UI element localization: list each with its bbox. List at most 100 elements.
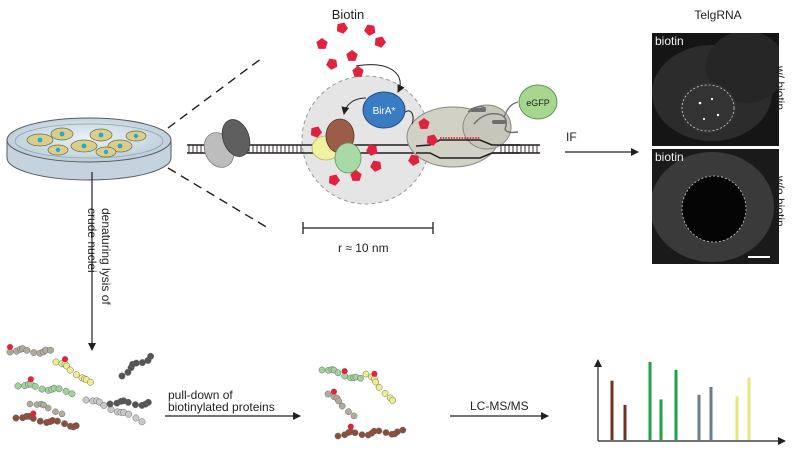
protein-bead (324, 390, 332, 398)
biotin-pentagon (346, 50, 358, 61)
transfer-arrow (341, 97, 367, 115)
protein-bead (44, 404, 52, 412)
protein-bead (36, 417, 44, 425)
protein-chains (6, 344, 407, 440)
protein-bead (318, 366, 326, 374)
biotin-pentagon (374, 36, 386, 48)
radius-scale (302, 222, 434, 234)
biotin-pentagon (366, 144, 378, 156)
spectrum-axes (594, 359, 786, 445)
protein-bead (66, 366, 74, 374)
protein-bead (132, 414, 140, 422)
protein-bead (118, 372, 126, 380)
protein-bead (31, 382, 39, 390)
protein-bead (345, 408, 352, 416)
protein-bead (52, 358, 60, 366)
spectrum-peak (648, 362, 652, 440)
biotin-pentagon (310, 126, 322, 138)
biotin-pentagon (326, 58, 338, 70)
biotin-pentagon (370, 160, 382, 172)
protein-bead (357, 374, 364, 382)
protein-bead (40, 401, 47, 409)
nucleus-image-2 (652, 149, 779, 264)
protein-bead (389, 396, 396, 404)
birA-label: BirA* (373, 106, 396, 117)
protein-bead (14, 382, 22, 390)
spectrum-peak (697, 394, 701, 440)
biotin-pentagon (350, 170, 362, 181)
petri-dish (6, 117, 172, 181)
protein-bead (375, 384, 383, 391)
protein-bead (335, 397, 342, 405)
protein-bead (334, 369, 342, 377)
biotin-pentagon (316, 38, 328, 49)
protein-bead (358, 431, 366, 439)
protein-bead (362, 370, 370, 378)
protein-bead (144, 398, 152, 406)
protein-bead (68, 390, 76, 398)
green-protein (334, 142, 362, 174)
protein-bead (82, 396, 90, 404)
spectrum-peak (674, 369, 678, 440)
protein-bead (23, 346, 31, 354)
protein-bead (372, 378, 380, 386)
protein-bead (100, 401, 108, 409)
microscopy-panel-without-biotin: biotin (652, 149, 779, 264)
biotin-dot (7, 344, 13, 350)
spectrum-peak (747, 377, 751, 440)
protein-bead (131, 401, 139, 409)
spectrum-peak (709, 386, 713, 440)
protein-bead (53, 417, 61, 425)
protein-bead (61, 420, 68, 428)
biotin-molecules (310, 22, 438, 186)
radius-label: r ≈ 10 nm (338, 241, 389, 255)
biotin-dot (341, 368, 348, 375)
protein-bead (125, 410, 133, 418)
biotin-title: Biotin (332, 7, 365, 22)
protein-bead (12, 414, 20, 422)
protein-bead (72, 371, 80, 379)
spectrum-peak (735, 396, 739, 440)
protein-bead (47, 346, 54, 354)
biotin-pentagon (352, 66, 364, 77)
biotin-pentagon (418, 118, 430, 129)
panel2-side-label: w/o biotin (773, 176, 787, 227)
protein-bead (72, 422, 80, 430)
nucleus-image-1 (652, 33, 779, 146)
protein-bead (62, 387, 70, 395)
biotin-dot (62, 356, 69, 363)
biotin-pentagon (426, 134, 438, 146)
protein-bead (124, 398, 132, 406)
lysis-line2: crude nuclei (85, 208, 99, 273)
biotin-dot (30, 410, 37, 417)
protein-bead (381, 390, 389, 397)
dcas9-complex (406, 104, 520, 168)
protein-bead (55, 385, 63, 393)
protein-bead (87, 378, 94, 386)
spectrum-peak (610, 380, 614, 440)
biotin-pentagon (336, 22, 348, 34)
spectrum-peak (659, 399, 663, 440)
zoom-line-bottom (167, 167, 269, 229)
protein-bead (147, 352, 155, 360)
spectrum-peak (623, 404, 627, 440)
microscopy-panel-with-biotin: biotin (652, 33, 779, 146)
protein-bead (382, 429, 390, 436)
biotin-dot (27, 376, 34, 383)
lysis-line1: denaturing lysis of (99, 208, 113, 305)
birA-enzyme: BirA* (362, 91, 414, 129)
pulldown-line1: pull-down of (168, 388, 233, 402)
protein-bead (375, 427, 383, 435)
if-label: IF (566, 130, 577, 144)
egfp-tag: eGFP (503, 84, 558, 120)
pulldown-line2: biotinylated proteins (168, 400, 275, 414)
protein-bead (132, 359, 140, 367)
panel2-tag: biotin (655, 150, 684, 164)
protein-bead (350, 412, 358, 420)
biotin-pentagon (328, 174, 340, 186)
biotin-dot (330, 388, 337, 395)
zoom-line-top (167, 57, 263, 129)
egfp-label: eGFP (526, 98, 550, 108)
grey-protein (203, 119, 251, 168)
